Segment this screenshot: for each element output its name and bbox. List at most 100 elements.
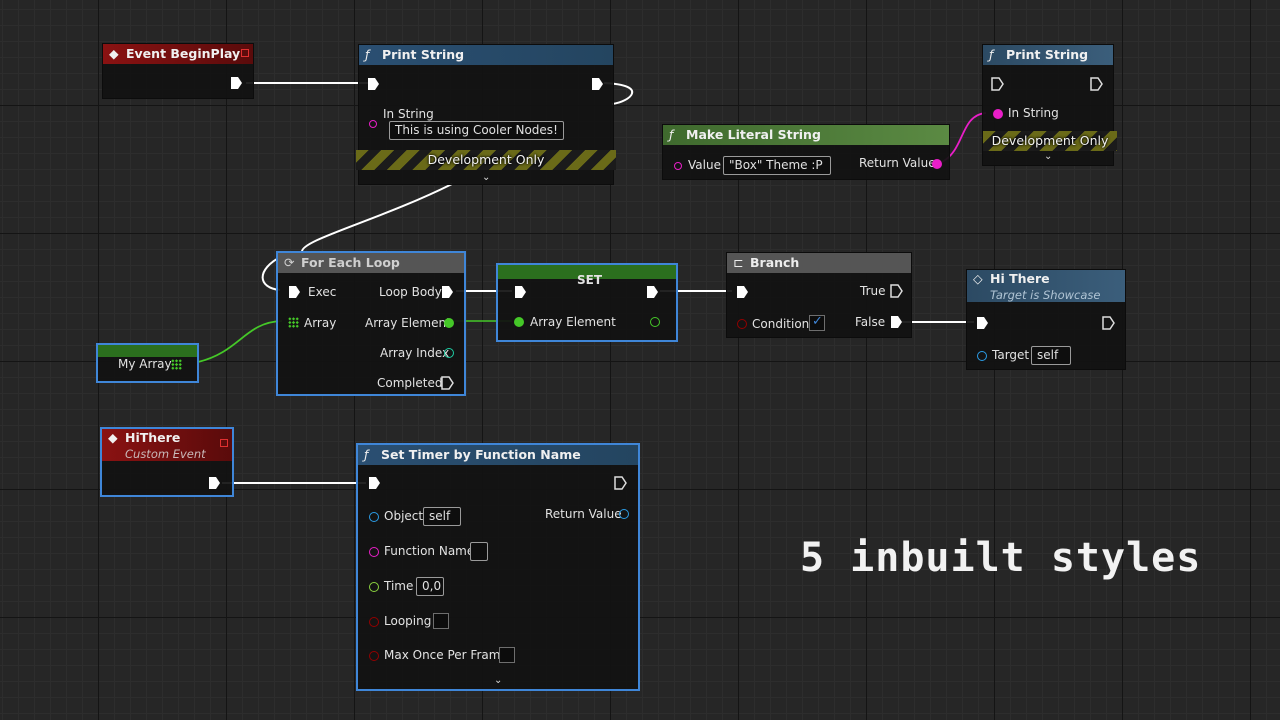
object-input[interactable]: self	[423, 507, 461, 526]
array-index-pin[interactable]	[444, 348, 454, 358]
value-label: Value	[688, 158, 721, 172]
node-header: ◆Event BeginPlay	[103, 44, 253, 64]
array-element-out-pin[interactable]	[650, 317, 660, 327]
delegate-pin[interactable]	[241, 49, 249, 57]
chevron-down-icon[interactable]: ⌄	[494, 675, 503, 686]
target-input[interactable]: self	[1031, 346, 1071, 365]
node-header: ◇ Hi There Target is Showcase	[967, 270, 1125, 302]
time-pin[interactable]	[369, 582, 379, 592]
max-once-per-frame-pin[interactable]	[369, 651, 379, 661]
looping-checkbox[interactable]	[433, 613, 449, 629]
node-title: For Each Loop	[301, 255, 400, 270]
false-exec-pin[interactable]	[890, 315, 903, 329]
node-title: Print String	[382, 47, 465, 62]
my-array-variable-node[interactable]: My Array	[96, 343, 199, 383]
in-string-label: In String	[1008, 106, 1059, 120]
function-icon: ƒ	[364, 447, 369, 462]
loop-icon: ⟳	[284, 255, 295, 270]
node-title: Make Literal String	[686, 127, 821, 142]
wire-exec-print-foreach	[301, 183, 453, 253]
loop-body-label: Loop Body	[379, 285, 442, 299]
for-each-loop-node[interactable]: ⟳For Each Loop Exec Loop Body Array Arra…	[276, 251, 466, 396]
hi-there-function-node[interactable]: ◇Hi There Target is Showcase Target self	[966, 269, 1126, 370]
function-name-input[interactable]	[470, 542, 488, 561]
array-grid-icon[interactable]	[171, 359, 182, 370]
return-value-pin[interactable]	[619, 509, 629, 519]
exec-in-pin[interactable]	[736, 285, 749, 299]
in-string-input[interactable]: This is using Cooler Nodes!	[389, 121, 564, 140]
exec-out-pin[interactable]	[614, 476, 627, 490]
function-icon: ƒ	[989, 47, 994, 62]
value-pin[interactable]	[674, 162, 682, 170]
exec-out-pin[interactable]	[208, 476, 221, 490]
array-element-label: Array Element	[530, 315, 616, 329]
node-title: Set Timer by Function Name	[381, 447, 581, 462]
branch-icon: ⊏	[733, 255, 744, 270]
max-once-per-frame-checkbox[interactable]	[499, 647, 515, 663]
exec-out-pin[interactable]	[1090, 77, 1103, 91]
array-element-pin[interactable]	[444, 318, 454, 328]
object-pin[interactable]	[369, 512, 379, 522]
completed-exec-pin[interactable]	[441, 376, 454, 390]
function-name-pin[interactable]	[369, 547, 379, 557]
condition-checkbox[interactable]: ✓	[809, 314, 825, 331]
exec-out-pin[interactable]	[1102, 316, 1115, 330]
time-label: Time	[384, 579, 414, 593]
node-header	[98, 345, 197, 357]
condition-pin[interactable]	[737, 319, 747, 329]
looping-pin[interactable]	[369, 617, 379, 627]
target-pin[interactable]	[977, 351, 987, 361]
exec-label: Exec	[308, 285, 337, 299]
chevron-down-icon[interactable]: ⌄	[482, 172, 491, 183]
exec-in-pin[interactable]	[368, 476, 381, 490]
branch-node[interactable]: ⊏Branch True False Condition ✓	[726, 252, 912, 338]
exec-in-pin[interactable]	[976, 316, 989, 330]
in-string-label: In String	[383, 107, 434, 121]
event-beginplay-node[interactable]: ◆Event BeginPlay	[102, 43, 254, 99]
exec-in-pin[interactable]	[514, 285, 527, 299]
max-once-per-frame-label: Max Once Per Frame	[384, 648, 508, 662]
function-name-label: Function Name	[384, 544, 475, 558]
time-input[interactable]: 0,0	[416, 577, 444, 596]
loop-body-exec-pin[interactable]	[441, 285, 454, 299]
exec-in-pin[interactable]	[288, 285, 301, 299]
array-element-in-pin[interactable]	[514, 317, 524, 327]
node-header	[498, 265, 676, 279]
array-grid-icon[interactable]	[288, 317, 299, 328]
wire-array-myarray-foreach	[197, 320, 283, 363]
in-string-pin[interactable]	[369, 120, 377, 128]
set-variable-node[interactable]: SET Array Element	[496, 263, 678, 342]
exec-out-pin[interactable]	[646, 285, 659, 299]
condition-label: Condition	[752, 317, 810, 331]
true-exec-pin[interactable]	[890, 284, 903, 298]
return-value-pin[interactable]	[932, 159, 942, 169]
hithere-custom-event-node[interactable]: ◆HiThere Custom Event	[100, 427, 234, 497]
caption-text: 5 inbuilt styles	[800, 535, 1202, 581]
delegate-pin[interactable]	[220, 439, 228, 447]
event-diamond-icon: ◆	[109, 46, 119, 61]
exec-out-pin[interactable]	[230, 76, 243, 90]
node-title: HiThere	[125, 430, 181, 445]
exec-in-pin[interactable]	[991, 77, 1004, 91]
node-title: SET	[577, 273, 603, 287]
chevron-down-icon[interactable]: ⌄	[1044, 151, 1053, 162]
node-title: Hi There	[990, 271, 1050, 286]
return-value-label: Return Value	[859, 156, 936, 170]
true-label: True	[860, 284, 886, 298]
exec-in-pin[interactable]	[367, 77, 380, 91]
array-label: Array	[304, 316, 337, 330]
return-value-label: Return Value	[545, 507, 622, 521]
node-subtitle: Custom Event	[125, 447, 206, 461]
exec-out-pin[interactable]	[591, 77, 604, 91]
value-input[interactable]: "Box" Theme :P	[723, 156, 831, 175]
event-diamond-icon: ◇	[973, 271, 983, 286]
in-string-pin[interactable]	[993, 109, 1003, 119]
node-subtitle: Target is Showcase	[990, 288, 1101, 302]
